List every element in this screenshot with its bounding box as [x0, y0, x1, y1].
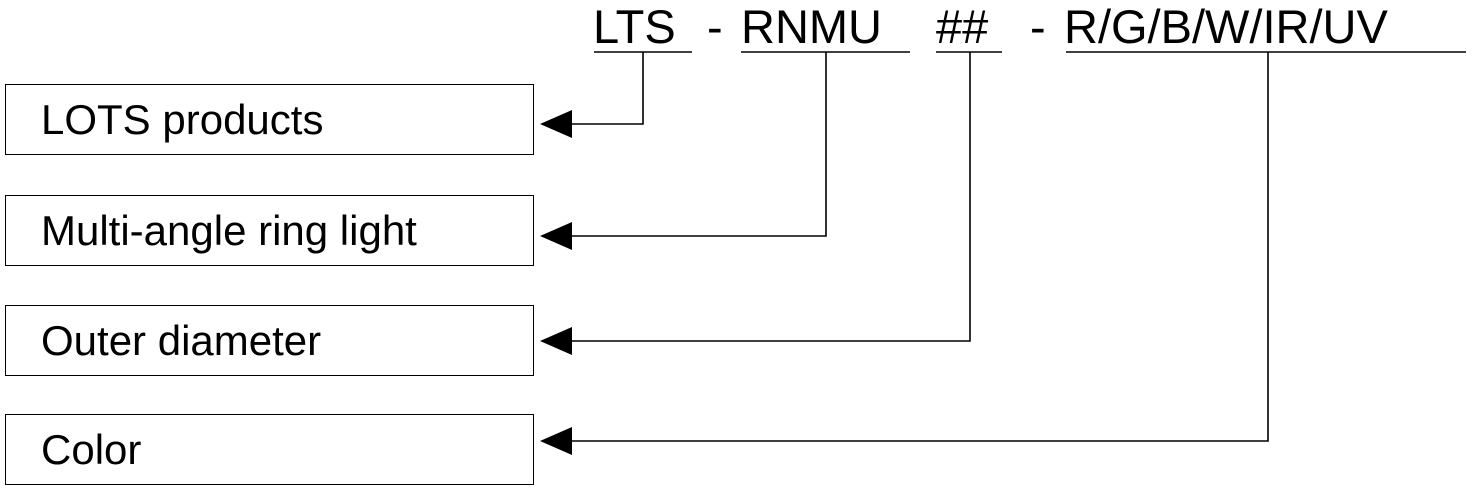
label-text-lots-products: LOTS products — [41, 95, 324, 143]
label-box-color: Color — [5, 414, 534, 485]
label-box-outer-diameter: Outer diameter — [5, 305, 534, 376]
label-box-multi-angle-ring-light: Multi-angle ring light — [5, 195, 534, 266]
label-text-multi-angle-ring-light: Multi-angle ring light — [41, 206, 417, 254]
arrowhead-multi-angle-ring-light — [540, 222, 572, 250]
leader-line-outer-diameter — [570, 52, 971, 342]
label-text-color: Color — [41, 425, 142, 473]
code-segment-hash: ## — [936, 0, 989, 53]
label-text-outer-diameter: Outer diameter — [41, 316, 322, 364]
leader-line-lots-products — [570, 52, 644, 125]
code-separator-dash-1: - — [707, 0, 723, 53]
code-segment-rnmu: RNMU — [741, 0, 882, 53]
code-separator-dash-2: - — [1030, 0, 1046, 53]
arrowhead-outer-diameter — [540, 327, 572, 355]
label-box-lots-products: LOTS products — [5, 84, 534, 155]
arrowhead-lots-products — [540, 110, 572, 138]
leader-line-color — [570, 52, 1269, 442]
arrowhead-color — [540, 427, 572, 455]
leader-line-multi-angle-ring-light — [570, 52, 827, 237]
code-segment-lts: LTS — [593, 0, 676, 53]
code-segment-color: R/G/B/W/IR/UV — [1064, 0, 1388, 53]
